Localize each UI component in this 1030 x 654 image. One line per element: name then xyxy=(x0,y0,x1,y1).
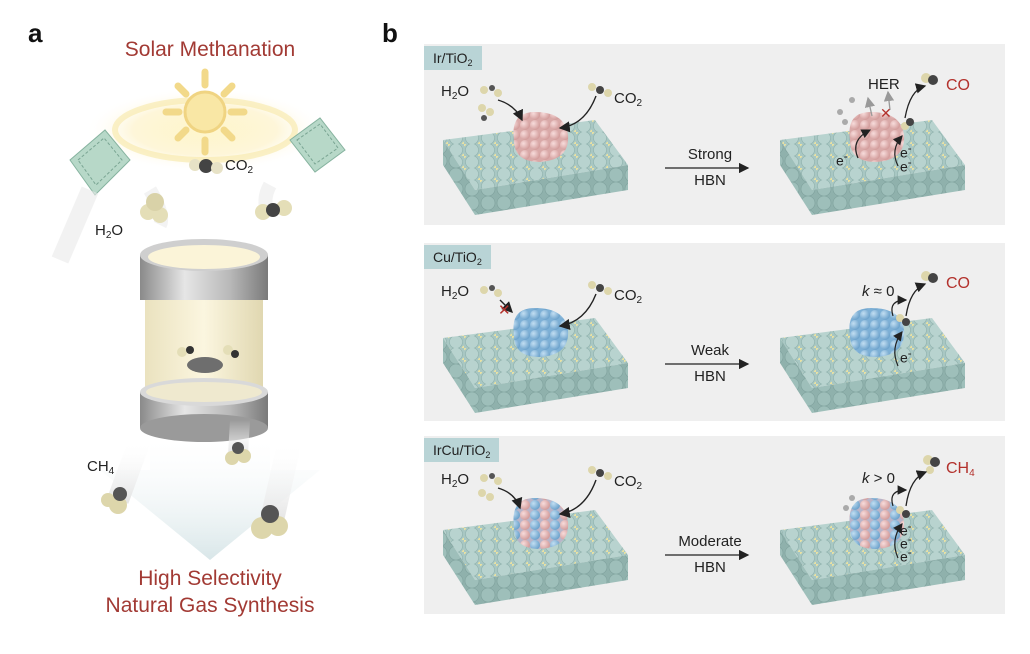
ir-cluster-right xyxy=(849,112,905,162)
svg-text:✕: ✕ xyxy=(498,302,511,319)
inhibited-mark: ✕ xyxy=(880,105,892,121)
row1-arrow-bottom-label: HBN xyxy=(694,172,726,189)
cu-cluster-left xyxy=(513,308,569,357)
h2o-molecules-row2 xyxy=(480,285,502,297)
row3-left-slab xyxy=(443,466,628,605)
row2-arrow-bottom-label: HBN xyxy=(694,368,726,385)
ch4-molecule-center xyxy=(225,419,251,465)
row-tag-cu: Cu/TiO2 xyxy=(424,245,491,269)
row3-right-slab xyxy=(780,455,965,605)
panel-a-conclusion-line2: Natural Gas Synthesis xyxy=(105,594,315,617)
h2o-molecule-left xyxy=(140,186,169,229)
ircu-cluster-left xyxy=(513,498,569,549)
row2-electron-1: e- xyxy=(900,347,912,366)
co2-molecule-row3 xyxy=(588,466,612,480)
ir-cluster-left xyxy=(513,112,569,162)
row1-electron-2: e- xyxy=(900,142,912,161)
co2-label-a: CO2 xyxy=(225,157,254,176)
ch4-label-a: CH4 xyxy=(87,458,115,477)
sun-icon xyxy=(162,68,248,156)
row1-her-label: HER xyxy=(868,76,900,93)
row-tag-ir: Ir/TiO2 xyxy=(424,46,482,70)
cu-cluster-right xyxy=(849,308,905,357)
row3-rate-label: k > 0 xyxy=(862,470,895,487)
row1-co2-label: CO2 xyxy=(614,90,643,109)
row2-left-slab: ✕ xyxy=(443,281,628,413)
row3-electron-1: e- xyxy=(900,520,912,539)
row1-left-slab xyxy=(443,83,628,215)
panel-a-letter: a xyxy=(28,18,43,48)
row3-product-label: CH4 xyxy=(946,460,975,479)
row2-arrow-top-label: Weak xyxy=(690,342,730,359)
ch4-molecule-right xyxy=(251,437,302,539)
row3-arrow-top-label: Moderate xyxy=(678,533,742,550)
panel-b-letter: b xyxy=(382,18,398,48)
row1-product-label: CO xyxy=(946,77,970,94)
row3-electron-2: e- xyxy=(900,533,912,552)
big-down-arrow xyxy=(100,440,320,560)
row1-h2o-label: H2O xyxy=(441,83,470,102)
row1-arrow-top-label: Strong xyxy=(687,146,733,163)
panel-a-illustration xyxy=(51,68,346,560)
row2-h2o-label: H2O xyxy=(441,283,470,302)
row1-electron-3: e- xyxy=(900,156,912,175)
row3-arrow-bottom-label: HBN xyxy=(694,559,726,576)
co2-molecule-row2 xyxy=(588,281,612,295)
ircu-cluster-right xyxy=(849,498,905,549)
row2-product-label: CO xyxy=(946,275,970,292)
solar-panel-left xyxy=(51,129,131,264)
co2-molecule-a xyxy=(189,159,223,174)
solar-panel-right xyxy=(289,117,346,173)
panel-a-title: Solar Methanation xyxy=(124,38,296,61)
h2o-molecule-right xyxy=(255,181,292,220)
row3-electron-3: e- xyxy=(900,546,912,565)
row2-rate-label: k ≈ 0 xyxy=(862,283,895,300)
h2o-label-a: H2O xyxy=(95,222,124,241)
reactor-cylinder xyxy=(140,239,268,442)
row3-h2o-label: H2O xyxy=(441,471,470,490)
co2-molecule-row1 xyxy=(588,83,612,97)
row2-co2-label: CO2 xyxy=(614,287,643,306)
row1-electron-1: e- xyxy=(836,150,848,169)
row-tag-ircu: IrCu/TiO2 xyxy=(424,438,500,462)
row2-right-slab xyxy=(780,271,965,413)
row1-right-slab: ✕ xyxy=(780,73,965,215)
h2o-molecules-row1 xyxy=(478,85,502,121)
h2o-molecules-row3 xyxy=(478,473,502,501)
ch4-molecule-left xyxy=(101,436,151,514)
row3-co2-label: CO2 xyxy=(614,473,643,492)
panel-a-conclusion-line1: High Selectivity xyxy=(138,567,282,590)
